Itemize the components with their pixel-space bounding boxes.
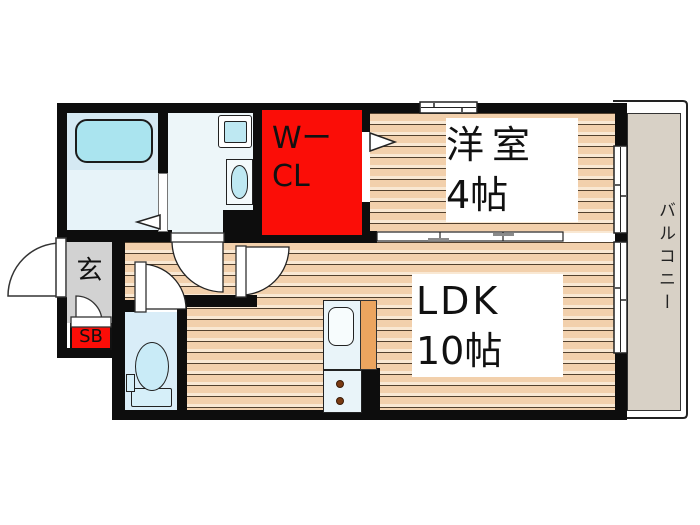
closet-label-line1: Wー xyxy=(272,121,332,156)
wall-right-bottom xyxy=(615,353,627,420)
walk-in-closet: Wー CL xyxy=(262,110,362,235)
stove-burner-icon xyxy=(336,380,344,388)
kitchen-sink-icon xyxy=(328,307,354,346)
washing-machine-drum xyxy=(224,121,247,143)
wall-kitchen-stub xyxy=(362,368,380,420)
wall-left-upper xyxy=(57,103,67,238)
bathtub-icon xyxy=(75,119,153,163)
bath-door-panel xyxy=(158,173,168,232)
wall-left-lower xyxy=(57,297,67,358)
wall-toilet-right xyxy=(177,295,187,420)
closet-door-opening xyxy=(362,132,370,202)
stove-burner-icon-2 xyxy=(336,397,344,405)
toilet-icon xyxy=(135,342,169,391)
western-room-name: 洋室 xyxy=(446,123,539,167)
closet-door-direction-triangle-icon xyxy=(369,131,398,153)
wall-bath-washroom xyxy=(158,113,168,173)
toilet-door-leaf xyxy=(134,261,147,313)
balcony-outline xyxy=(613,100,688,419)
western-room-balcony-window-icon xyxy=(613,145,628,234)
ldk-name: LDK xyxy=(416,279,501,323)
ldk-door-leaf xyxy=(235,245,247,298)
closet-label-line2: CL xyxy=(272,159,310,194)
entrance-door-swing-icon xyxy=(7,242,62,297)
ldk-size: 10帖 xyxy=(416,329,503,373)
bath-door-direction-triangle-icon xyxy=(134,213,161,231)
washroom-door-leaf xyxy=(170,232,225,243)
shoebox-door-leaf xyxy=(70,316,112,328)
shoe-box-label: SB xyxy=(79,326,103,347)
wall-washroom-corner xyxy=(223,210,255,233)
western-room-label-box: 洋室 4帖 xyxy=(446,118,578,222)
balcony-label: バルコニー xyxy=(655,200,675,316)
entrance-label: 玄 xyxy=(76,256,103,286)
top-sliding-window-icon xyxy=(419,101,478,114)
wall-top xyxy=(57,103,627,113)
wall-bath-bottom xyxy=(57,230,172,242)
wall-closet-left xyxy=(253,103,262,243)
washroom-door-swing-icon xyxy=(171,240,224,293)
kitchen-counter xyxy=(360,300,377,370)
ldk-door-swing-icon xyxy=(240,246,290,296)
wall-entrance-divider xyxy=(112,238,125,420)
western-room-size: 4帖 xyxy=(446,173,509,217)
toilet-door-swing-icon xyxy=(140,263,187,310)
entrance-door-leaf xyxy=(55,237,67,298)
ldk-label-box: LDK 10帖 xyxy=(412,274,563,377)
wall-right-mid xyxy=(615,233,627,242)
wall-step-bottom xyxy=(57,348,125,358)
wall-right-top xyxy=(615,103,627,146)
balcony-area xyxy=(627,113,681,411)
stove-cabinet xyxy=(323,370,362,413)
wall-hall-ldk xyxy=(177,295,257,307)
washbasin-bowl xyxy=(231,165,248,199)
ldk-balcony-window-icon xyxy=(613,241,628,354)
room-divider-sliding-door-icon xyxy=(376,231,564,242)
toilet-handle xyxy=(126,374,135,392)
